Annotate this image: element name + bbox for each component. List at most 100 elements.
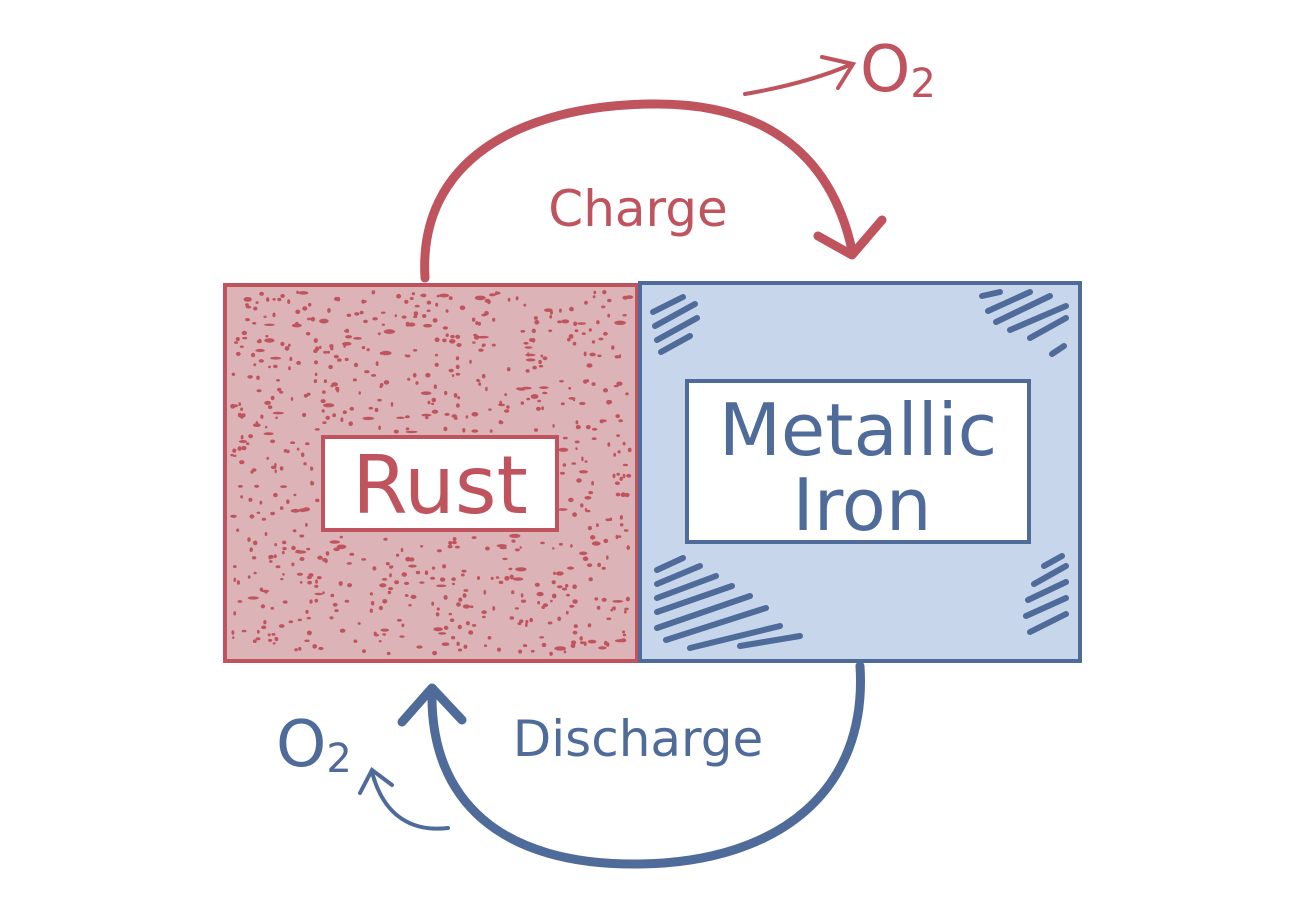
rust-speckle: [445, 309, 449, 313]
rust-speckle: [519, 546, 522, 549]
rust-speckle: [585, 425, 591, 430]
rust-speckle: [347, 583, 353, 588]
rust-speckle: [320, 399, 326, 404]
rust-speckle: [394, 314, 397, 318]
rust-speckle: [585, 509, 591, 513]
rust-speckle: [455, 356, 460, 361]
rust-speckle: [579, 636, 583, 641]
rust-speckle: [478, 348, 484, 352]
rust-speckle: [484, 311, 489, 316]
rust-speckle: [567, 566, 574, 570]
rust-speckle: [231, 372, 236, 376]
rust-speckle: [298, 291, 309, 295]
rust-speckle: [412, 349, 418, 352]
rust-speckle: [353, 337, 362, 340]
rust-speckle: [248, 434, 254, 439]
rust-speckle: [315, 579, 318, 584]
rust-speckle: [436, 607, 440, 611]
rust-speckle: [381, 323, 385, 326]
rust-speckle: [471, 429, 479, 433]
rust-speckle: [520, 599, 527, 603]
rust-speckle: [249, 514, 255, 519]
rust-speckle: [321, 409, 325, 413]
rust-speckle: [534, 320, 540, 325]
rust-speckle: [325, 551, 330, 556]
iron-label-frame: [685, 379, 1031, 544]
rust-speckle: [255, 348, 265, 353]
rust-speckle: [431, 601, 435, 606]
rust-speckle: [241, 629, 247, 633]
rust-speckle: [409, 297, 414, 300]
rust-speckle: [439, 577, 446, 582]
rust-speckle: [314, 592, 323, 596]
rust-speckle: [591, 340, 596, 344]
rust-speckle: [287, 299, 291, 304]
rust-speckle: [378, 605, 383, 611]
rust-speckle: [282, 573, 285, 576]
rust-speckle: [453, 416, 458, 420]
rust-speckle: [488, 408, 492, 411]
rust-speckle: [561, 587, 568, 591]
rust-speckle: [400, 547, 404, 553]
rust-speckle: [610, 608, 613, 612]
rust-speckle: [590, 535, 596, 540]
rust-speckle: [553, 571, 556, 575]
rust-speckle: [292, 529, 297, 533]
rust-speckle: [442, 326, 449, 330]
rust-speckle: [345, 328, 350, 333]
rust-speckle: [340, 417, 344, 423]
charge-arc: [420, 99, 857, 283]
rust-speckle: [302, 412, 307, 418]
rust-speckle: [559, 471, 566, 475]
rust-speckle: [566, 593, 570, 597]
rust-speckle: [587, 639, 597, 644]
rust-speckle: [425, 416, 429, 420]
rust-speckle: [387, 590, 392, 595]
rust-speckle: [570, 643, 576, 648]
rust-speckle: [616, 381, 623, 386]
rust-speckle: [603, 331, 608, 336]
rust-speckle: [272, 642, 276, 645]
rust-speckle: [443, 595, 448, 600]
rust-speckle: [427, 400, 431, 405]
rust-speckle: [336, 296, 341, 302]
rust-speckle: [319, 345, 322, 349]
rust-speckle: [306, 547, 311, 551]
rust-speckle: [587, 525, 593, 531]
rust-speckle: [506, 405, 510, 409]
rust-speckle: [362, 300, 367, 303]
rust-speckle: [410, 322, 414, 327]
rust-speckle: [385, 562, 390, 566]
rust-speckle: [572, 584, 577, 589]
rust-speckle: [570, 544, 573, 548]
rust-speckle: [379, 583, 387, 588]
rust-speckle: [551, 580, 556, 585]
rust-speckle: [619, 476, 623, 481]
rust-speckle: [256, 511, 261, 514]
rust-speckle: [236, 580, 240, 585]
rust-speckle: [252, 423, 261, 427]
rust-speckle: [586, 363, 593, 368]
rust-speckle: [241, 413, 246, 418]
rust-speckle: [481, 344, 485, 348]
rust-speckle: [494, 291, 499, 295]
rust-speckle: [249, 547, 253, 552]
rust-speckle: [435, 302, 439, 307]
rust-speckle: [327, 308, 331, 313]
rust-speckle: [557, 585, 563, 589]
rust-speckle: [353, 362, 359, 368]
rust-speckle: [313, 379, 318, 384]
rust-speckle: [265, 425, 268, 429]
rust-speckle: [601, 566, 606, 570]
rust-speckle: [434, 353, 439, 357]
rust-speckle: [585, 379, 590, 383]
rust-speckle: [386, 651, 391, 656]
rust-speckle: [261, 517, 267, 521]
rust-speckle: [331, 382, 339, 387]
rust-speckle: [420, 545, 424, 548]
rust-speckle: [349, 552, 355, 556]
rust-speckle: [624, 609, 627, 614]
rust-speckle: [550, 599, 553, 603]
rust-speckle: [315, 498, 320, 503]
rust-speckle: [306, 616, 311, 620]
